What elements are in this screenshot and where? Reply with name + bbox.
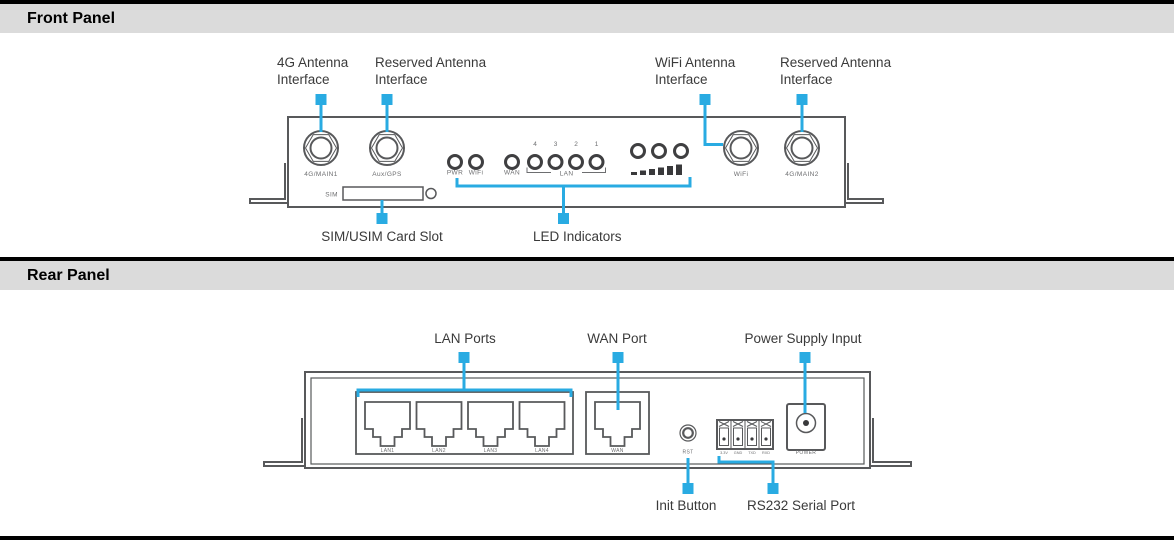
engraved-power: POWER xyxy=(796,450,816,456)
led-lan4 xyxy=(527,154,543,170)
engraved-lan1: LAN1 xyxy=(381,448,395,454)
led-lan3 xyxy=(547,154,564,170)
lan-port-3 xyxy=(467,401,514,447)
engraved-sim: SIM xyxy=(325,192,338,199)
callout-4g-antenna-interface: 4G Antenna Interface xyxy=(277,55,349,87)
callout-reserved-antenna-right: Reserved Antenna Interface xyxy=(780,55,892,87)
engraved-rst: RST xyxy=(683,450,694,456)
callout-power-supply-input: Power Supply Input xyxy=(744,331,862,346)
engraved-wan-led: WAN xyxy=(504,170,520,177)
rear-callout-pins xyxy=(356,352,811,494)
rs232-terminal-block: 3.3V GND TXD RXD xyxy=(716,419,774,455)
callout-sim-card-slot: SIM/USIM Card Slot xyxy=(321,229,443,244)
sim-slot xyxy=(342,186,424,201)
engraved-pin-rxd: RXD xyxy=(762,451,770,455)
lan-number-4: 4 xyxy=(533,141,537,148)
front-panel-title: Front Panel xyxy=(27,10,116,27)
pin-lan-ports xyxy=(458,352,470,363)
lan-callout-bracket xyxy=(356,388,573,397)
callout-rs232-serial-port: RS232 Serial Port xyxy=(747,498,856,513)
led-signal-3 xyxy=(673,143,689,159)
pin-wan-port xyxy=(612,352,624,363)
bottom-rule xyxy=(0,536,1174,540)
led-pwr xyxy=(447,154,463,170)
pin-wifi-antenna xyxy=(699,94,711,105)
lan-number-1: 1 xyxy=(595,141,599,148)
pin-reserved-antenna-left xyxy=(381,94,393,105)
rs232-callout-bracket xyxy=(717,456,775,484)
led-wifi xyxy=(468,154,484,170)
lan-port-1 xyxy=(364,401,411,447)
rear-panel-header: Rear Panel xyxy=(0,261,1174,290)
engraved-led-wifi: WiFi xyxy=(469,170,484,177)
front-left-mounting-ear xyxy=(249,163,288,204)
rear-panel-title: Rear Panel xyxy=(27,267,110,284)
lan-port-4 xyxy=(518,401,566,447)
front-right-mounting-ear xyxy=(845,163,884,204)
pin-reserved-antenna-right xyxy=(796,94,808,105)
led-lan2 xyxy=(568,154,584,170)
rear-right-mounting-ear xyxy=(870,418,912,467)
pin-init-button xyxy=(682,483,694,494)
lan-number-3: 3 xyxy=(554,141,558,148)
engraved-4g-main2: 4G/MAIN2 xyxy=(785,171,819,178)
callout-wifi-antenna-interface: WiFi Antenna Interface xyxy=(655,55,736,87)
top-rule xyxy=(0,0,1174,4)
antenna-connector-wifi xyxy=(723,130,759,166)
engraved-lan: LAN xyxy=(560,171,574,178)
engraved-lan3: LAN3 xyxy=(484,448,498,454)
sim-eject-hole xyxy=(425,187,437,200)
wan-port xyxy=(594,401,641,447)
front-panel-header: Front Panel xyxy=(0,4,1174,33)
lan-port-2 xyxy=(415,401,463,447)
callout-init-button: Init Button xyxy=(655,498,717,513)
engraved-wifi: WiFi xyxy=(734,171,749,178)
callout-wan-port: WAN Port xyxy=(587,331,647,346)
signal-strength-bars xyxy=(631,164,682,175)
antenna-connector-4g-main1 xyxy=(303,130,339,166)
led-cluster: PWR WiFi WAN 4 3 2 1 LAN xyxy=(447,141,689,178)
engraved-pin-gnd: GND xyxy=(734,451,743,455)
front-callout-pins xyxy=(315,94,808,224)
lan-port-block: LAN1 LAN2 LAN3 LAN4 xyxy=(355,391,574,455)
pin-sim-slot xyxy=(376,213,388,224)
led-callout-bracket xyxy=(455,177,692,188)
engraved-pin-txd: TXD xyxy=(748,451,756,455)
pin-rs232 xyxy=(767,483,779,494)
engraved-wan: WAN xyxy=(611,448,623,454)
engraved-pin-33v: 3.3V xyxy=(720,451,728,455)
engraved-aux-gps: Aux/GPS xyxy=(372,171,402,178)
callout-led-indicators: LED Indicators xyxy=(533,229,622,244)
rear-chassis-inner xyxy=(310,377,865,465)
pin-power-input xyxy=(799,352,811,363)
led-lan1 xyxy=(588,154,605,170)
lan-bracket xyxy=(526,167,606,173)
front-panel-drawing: 4G/MAIN1 Aux/GPS WiFi 4G/MAIN2 PWR WiFi … xyxy=(249,116,884,208)
led-wan xyxy=(504,154,520,170)
antenna-connector-aux-gps xyxy=(369,130,405,166)
antenna-connector-4g-main2 xyxy=(784,130,820,166)
rear-left-mounting-ear xyxy=(263,418,305,467)
lan-number-2: 2 xyxy=(574,141,578,148)
led-signal-2 xyxy=(651,143,667,159)
led-signal-1 xyxy=(630,143,646,159)
engraved-pwr: PWR xyxy=(447,170,463,177)
callout-lan-ports: LAN Ports xyxy=(434,331,496,346)
engraved-lan4: LAN4 xyxy=(535,448,549,454)
engraved-lan2: LAN2 xyxy=(432,448,446,454)
pin-4g-antenna xyxy=(315,94,327,105)
pin-led-indicators xyxy=(558,213,569,224)
rear-panel-drawing: LAN1 LAN2 LAN3 LAN4 WAN RST xyxy=(263,371,912,469)
mid-rule xyxy=(0,257,1174,261)
callout-reserved-antenna-left: Reserved Antenna Interface xyxy=(375,55,487,87)
engraved-4g-main1: 4G/MAIN1 xyxy=(304,171,338,178)
rst-button: RST xyxy=(679,424,697,456)
